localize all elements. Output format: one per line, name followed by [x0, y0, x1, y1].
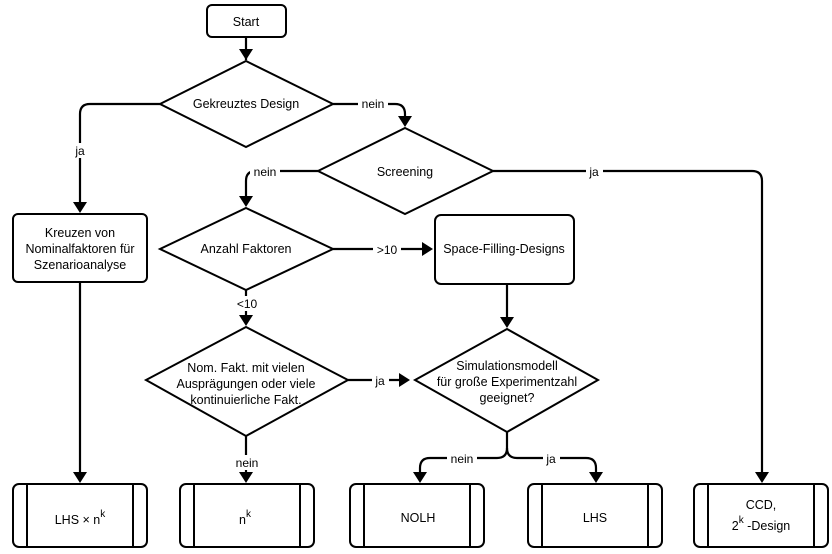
arrowhead-screening-yes [755, 472, 769, 483]
space-filling-label: Space-Filling-Designs [443, 242, 565, 256]
label-crossed-yes: ja [74, 144, 85, 158]
cross-nominal-line-1: Kreuzen von [45, 226, 115, 240]
sim-model-line-2: für große Experimentzahl [437, 375, 577, 389]
start-node [206, 4, 287, 38]
edge-sim-yes [505, 447, 598, 475]
lhs-nk-label: LHS × nk [55, 509, 107, 527]
nolh-node [349, 483, 485, 548]
screening-decision [315, 126, 496, 216]
arrowhead-screening-no [239, 196, 253, 207]
cross-nominal-line-2: Nominalfaktoren für [25, 242, 134, 256]
arrowhead-nominal-yes [399, 373, 410, 387]
arrowhead-sim-no [413, 472, 427, 483]
label-sim-no: nein [451, 452, 474, 466]
label-factors-gt: >10 [377, 243, 398, 257]
nk-label: nk [239, 509, 252, 527]
arrowhead-crossed-yes [73, 202, 87, 213]
label-screening-yes: ja [588, 165, 599, 179]
start-label: Start [233, 15, 260, 29]
arrowhead-factors-lt [239, 315, 253, 326]
label-nominal-yes: ja [374, 374, 385, 388]
arrowhead-start [239, 49, 253, 60]
crossed-design-decision [157, 59, 336, 149]
edge-crossed-yes [78, 102, 160, 205]
arrowhead-sim-yes [589, 472, 603, 483]
sim-model-decision [412, 327, 601, 434]
sim-model-line-3: geeignet? [480, 391, 535, 405]
arrowhead-factors-gt [422, 242, 433, 256]
num-factors-label: Anzahl Faktoren [200, 242, 291, 256]
label-screening-no: nein [254, 165, 277, 179]
arrowhead-spacefilling [500, 317, 514, 328]
nominal-factors-line-1: Nom. Fakt. mit vielen [187, 361, 304, 375]
arrowhead-cross-to-lhsnk [73, 472, 87, 483]
arrowhead-nominal-no [239, 472, 253, 483]
nk-node [179, 483, 315, 548]
space-filling-node [434, 214, 575, 285]
edge-screening-yes [493, 169, 764, 475]
ccd-line-1: CCD, [746, 498, 777, 512]
screening-label: Screening [377, 165, 433, 179]
nominal-factors-line-2: Ausprägungen oder viele [177, 377, 316, 391]
cross-nominal-node [12, 213, 148, 283]
nolh-label: NOLH [401, 511, 436, 525]
lhs-nk-node [12, 483, 148, 548]
cross-nominal-line-3: Szenarioanalyse [34, 258, 126, 272]
edge-crossed-no [333, 102, 407, 120]
label-crossed-no: nein [362, 97, 385, 111]
arrowhead-crossed-no [398, 116, 412, 127]
num-factors-decision [157, 206, 336, 292]
lhs-node [527, 483, 663, 548]
label-factors-lt: <10 [237, 297, 258, 311]
sim-model-line-1: Simulationsmodell [456, 359, 557, 373]
lhs-label: LHS [583, 511, 607, 525]
ccd-line-2: 2k -Design [732, 515, 791, 533]
label-sim-yes: ja [545, 452, 556, 466]
label-nominal-no: nein [236, 456, 259, 470]
nominal-factors-line-3: kontinuierliche Fakt. [190, 393, 301, 407]
crossed-design-label: Gekreuztes Design [193, 97, 299, 111]
ccd-node [693, 483, 829, 548]
nominal-factors-decision [143, 325, 351, 438]
